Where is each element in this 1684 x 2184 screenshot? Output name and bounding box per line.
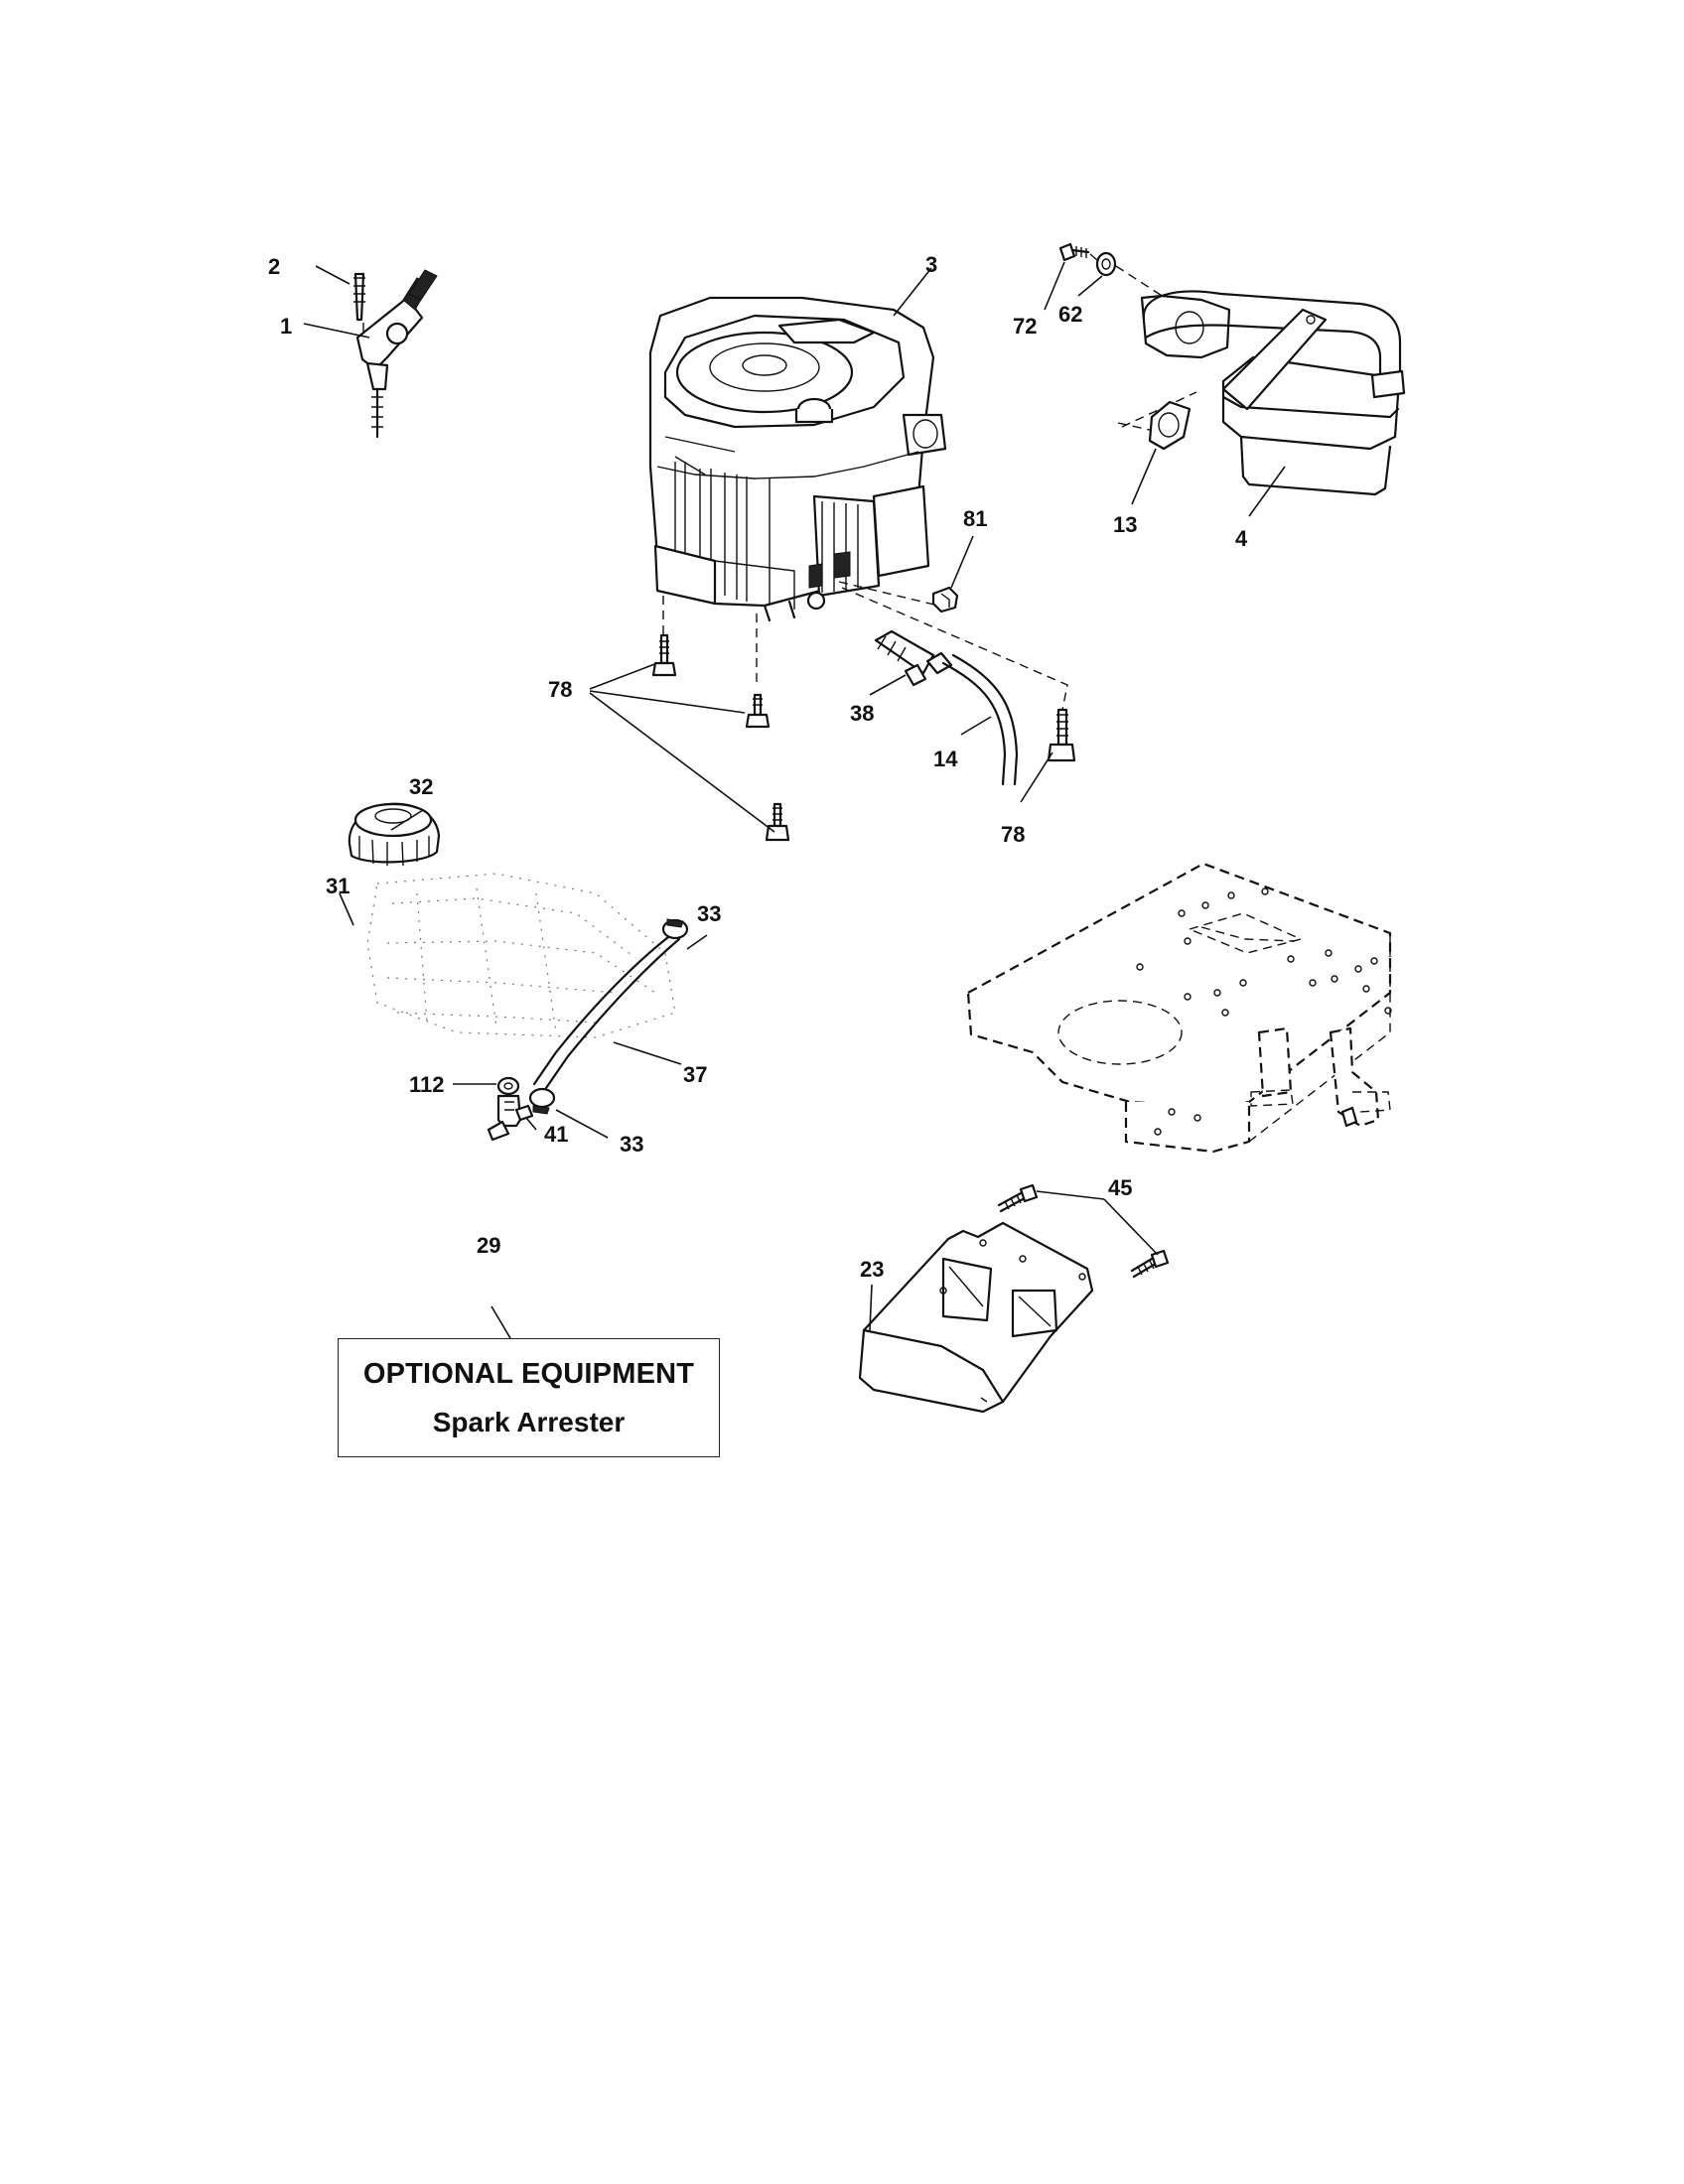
callout-81: 81 bbox=[963, 506, 987, 531]
spark-arrester-label: Spark Arrester bbox=[432, 1406, 626, 1437]
fuel-line-part bbox=[941, 653, 1019, 786]
callouts: 2 1 3 72 62 13 4 81 78 38 14 78 32 31 33… bbox=[268, 252, 1248, 1282]
callout-29: 29 bbox=[477, 1233, 500, 1258]
fuel-filter-part bbox=[874, 629, 953, 687]
fuel-cap-part bbox=[348, 802, 441, 867]
callout-72: 72 bbox=[1013, 314, 1037, 339]
callout-33b: 33 bbox=[620, 1132, 643, 1157]
mounting-bolts bbox=[651, 633, 1076, 842]
chassis-frame bbox=[966, 862, 1392, 1154]
callout-32: 32 bbox=[409, 774, 433, 799]
optional-equipment-box: OPTIONAL EQUIPMENT Spark Arrester bbox=[338, 1338, 720, 1457]
callout-78b: 78 bbox=[1001, 822, 1025, 847]
throttle-control-part bbox=[353, 269, 438, 439]
callout-41: 41 bbox=[544, 1122, 568, 1147]
callout-2: 2 bbox=[268, 254, 280, 279]
callout-1: 1 bbox=[280, 314, 292, 339]
callout-3: 3 bbox=[925, 252, 937, 277]
shutoff-valve-assembly bbox=[487, 1076, 534, 1142]
callout-112: 112 bbox=[409, 1072, 445, 1097]
callout-78a: 78 bbox=[548, 677, 572, 702]
callout-13: 13 bbox=[1113, 512, 1137, 537]
engine-part bbox=[648, 296, 1068, 711]
callout-33a: 33 bbox=[697, 901, 721, 926]
heat-shield-assembly bbox=[858, 1183, 1170, 1414]
callout-31: 31 bbox=[326, 874, 350, 898]
nut-part bbox=[931, 586, 959, 614]
muffler-assembly bbox=[1058, 242, 1406, 496]
callout-37: 37 bbox=[683, 1062, 707, 1087]
callout-14: 14 bbox=[933, 747, 958, 771]
fuel-tank-part bbox=[366, 873, 676, 1038]
optional-equipment-title: OPTIONAL EQUIPMENT bbox=[362, 1357, 695, 1390]
callout-23: 23 bbox=[860, 1257, 884, 1282]
fuel-hose-assembly bbox=[528, 918, 689, 1115]
callout-45: 45 bbox=[1108, 1175, 1132, 1200]
callout-4: 4 bbox=[1235, 526, 1248, 551]
callout-62: 62 bbox=[1058, 302, 1082, 327]
callout-38: 38 bbox=[850, 701, 874, 726]
leader-lines bbox=[303, 261, 1286, 1339]
